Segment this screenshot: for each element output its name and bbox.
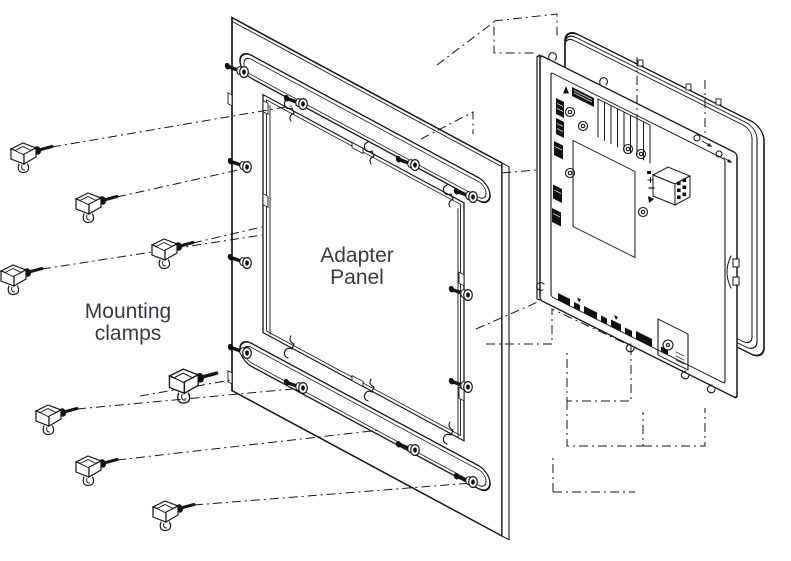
heatsink-fins — [597, 98, 651, 164]
hmi-device-rear — [536, 32, 765, 399]
mounting-clamp — [34, 403, 79, 436]
panel-opening — [262, 93, 465, 442]
edge-slot-pair — [726, 255, 740, 289]
panel-top-bar — [239, 53, 491, 204]
adapter-panel — [227, 16, 510, 541]
screw-holes — [564, 106, 674, 351]
mounting-clamp — [150, 237, 195, 270]
device-label-plate — [572, 139, 636, 259]
mounting-clamp — [151, 499, 196, 532]
side-screws — [693, 134, 732, 163]
adapter-panel-label-line1: Adapter — [320, 244, 394, 267]
edge-connectors — [552, 85, 569, 227]
mounting-clamps-label-line2: clamps — [95, 322, 162, 345]
mounting-clamp — [0, 263, 44, 296]
device-housing — [539, 55, 738, 399]
polarity-marks — [647, 171, 655, 203]
alignment-lines — [41, 13, 706, 506]
device-board — [550, 72, 726, 384]
aux-component — [657, 318, 689, 371]
terminal-block — [651, 166, 692, 206]
mounting-clamps-label-line1: Mounting — [85, 300, 171, 323]
mounting-clamp — [74, 191, 119, 224]
adapter-panel-label-line2: Panel — [330, 266, 384, 289]
mounting-clamp — [9, 141, 54, 174]
mounting-clamp — [74, 454, 119, 487]
